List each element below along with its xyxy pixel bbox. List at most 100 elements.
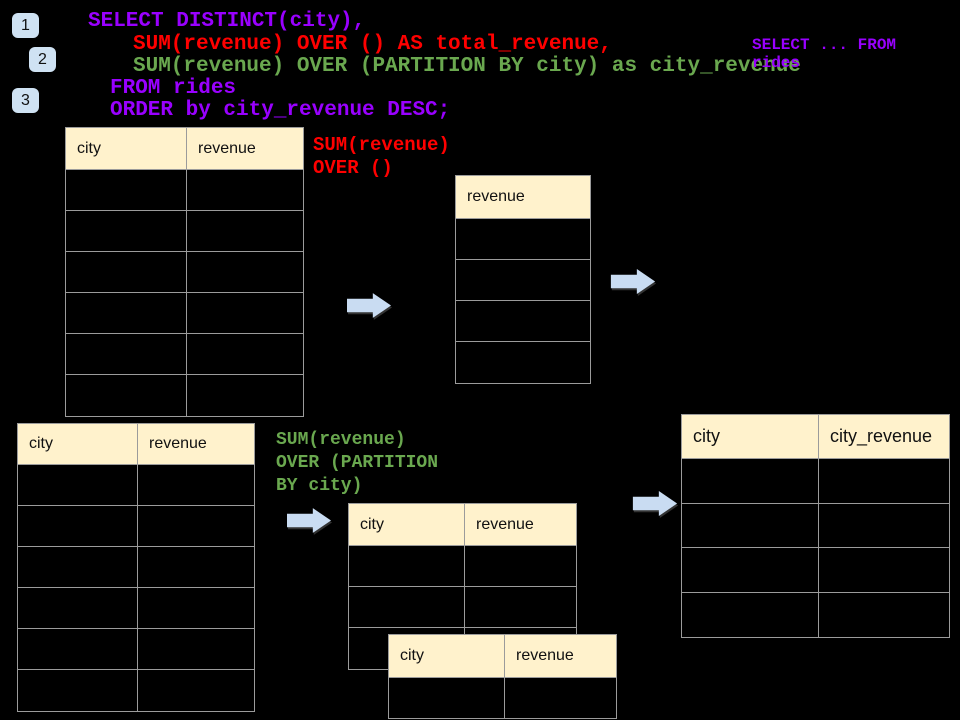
table-source-top: city revenue <box>65 127 304 417</box>
table-row <box>18 588 254 629</box>
right-arrow-icon <box>610 269 656 294</box>
sql-line-select: SELECT DISTINCT(city), <box>88 10 366 33</box>
column-header-revenue: revenue <box>137 424 254 464</box>
empty-cell <box>18 465 137 505</box>
table-row <box>349 546 576 587</box>
table-row <box>18 547 254 588</box>
right-arrow-icon <box>632 491 678 516</box>
empty-cell <box>137 588 254 628</box>
column-header-revenue: revenue <box>467 188 525 205</box>
empty-cell <box>389 678 504 718</box>
table-row <box>349 587 576 628</box>
empty-cell <box>137 547 254 587</box>
table-partition-1: city revenue <box>348 503 577 670</box>
empty-cell <box>66 375 186 416</box>
empty-cell <box>682 459 818 503</box>
side-sql-line2: rides <box>752 54 801 72</box>
empty-cell <box>456 260 590 300</box>
table-header-row: city city_revenue <box>682 415 949 459</box>
empty-cell <box>66 170 186 210</box>
empty-cell <box>66 252 186 292</box>
table-header-row: revenue <box>456 176 590 219</box>
table-partition-2: city revenue <box>388 634 617 719</box>
empty-cell <box>66 334 186 374</box>
table-header-row: city revenue <box>389 635 616 678</box>
column-header-revenue: revenue <box>464 504 576 545</box>
table-row <box>66 293 303 334</box>
empty-cell <box>456 301 590 341</box>
empty-cell <box>66 293 186 333</box>
empty-cell <box>18 506 137 546</box>
empty-cell <box>818 548 949 592</box>
table-source-bottom: city revenue <box>17 423 255 712</box>
column-header-city: city <box>29 435 53 452</box>
right-arrow-icon <box>347 293 391 318</box>
side-sql-line1: SELECT ... FROM <box>752 36 897 54</box>
annotation-total-line1: SUM(revenue) <box>313 134 450 156</box>
step-badge-3: 3 <box>12 88 39 113</box>
table-row <box>18 465 254 506</box>
sql-line-sum-total: SUM(revenue) OVER () AS total_revenue, <box>133 33 612 56</box>
annotation-partition-line2: OVER (PARTITION <box>276 453 439 473</box>
step-badge-1: 1 <box>12 13 39 38</box>
table-row <box>456 342 590 383</box>
table-row <box>682 459 949 504</box>
empty-cell <box>818 459 949 503</box>
empty-cell <box>186 252 303 292</box>
sql-line-sum-partition: SUM(revenue) OVER (PARTITION BY city) as… <box>133 55 801 78</box>
empty-cell <box>137 506 254 546</box>
column-header-city: city <box>693 426 720 446</box>
empty-cell <box>464 546 576 586</box>
empty-cell <box>18 670 137 711</box>
table-row <box>66 211 303 252</box>
table-result-city-revenue: city city_revenue <box>681 414 950 638</box>
column-header-revenue: revenue <box>504 635 616 677</box>
right-arrow-icon <box>287 508 331 533</box>
column-header-city-revenue: city_revenue <box>818 415 949 458</box>
table-row <box>682 548 949 593</box>
empty-cell <box>349 546 464 586</box>
empty-cell <box>137 465 254 505</box>
table-row <box>456 219 590 260</box>
empty-cell <box>504 678 616 718</box>
empty-cell <box>349 587 464 627</box>
empty-cell <box>818 503 949 547</box>
table-row <box>18 506 254 547</box>
table-row <box>456 301 590 342</box>
empty-cell <box>186 293 303 333</box>
empty-cell <box>18 629 137 669</box>
table-header-row: city revenue <box>349 504 576 546</box>
annotation-total-line2: OVER () <box>313 157 393 179</box>
column-header-city: city <box>77 139 101 157</box>
table-row <box>66 375 303 416</box>
empty-cell <box>682 504 818 548</box>
empty-cell <box>464 587 576 627</box>
empty-cell <box>186 375 303 416</box>
empty-cell <box>456 342 590 383</box>
table-row <box>66 252 303 293</box>
empty-cell <box>18 547 137 587</box>
table-row <box>389 678 616 718</box>
empty-cell <box>818 592 949 637</box>
table-header-row: city revenue <box>18 424 254 465</box>
annotation-partition-line3: BY city) <box>276 476 363 496</box>
empty-cell <box>186 334 303 374</box>
table-row <box>66 170 303 211</box>
empty-cell <box>137 670 254 711</box>
empty-cell <box>186 170 303 210</box>
table-row <box>682 592 949 638</box>
sql-line-order-by: ORDER by city_revenue DESC; <box>110 99 451 122</box>
column-header-revenue: revenue <box>186 128 303 169</box>
step-badge-2: 2 <box>29 47 56 72</box>
empty-cell <box>682 548 818 592</box>
sql-line-from: FROM rides <box>110 77 237 100</box>
table-row <box>18 670 254 711</box>
annotation-partition-line1: SUM(revenue) <box>276 430 406 450</box>
empty-cell <box>186 211 303 251</box>
table-row <box>456 260 590 301</box>
empty-cell <box>682 593 818 638</box>
empty-cell <box>66 211 186 251</box>
column-header-city: city <box>360 515 384 533</box>
empty-cell <box>137 629 254 669</box>
